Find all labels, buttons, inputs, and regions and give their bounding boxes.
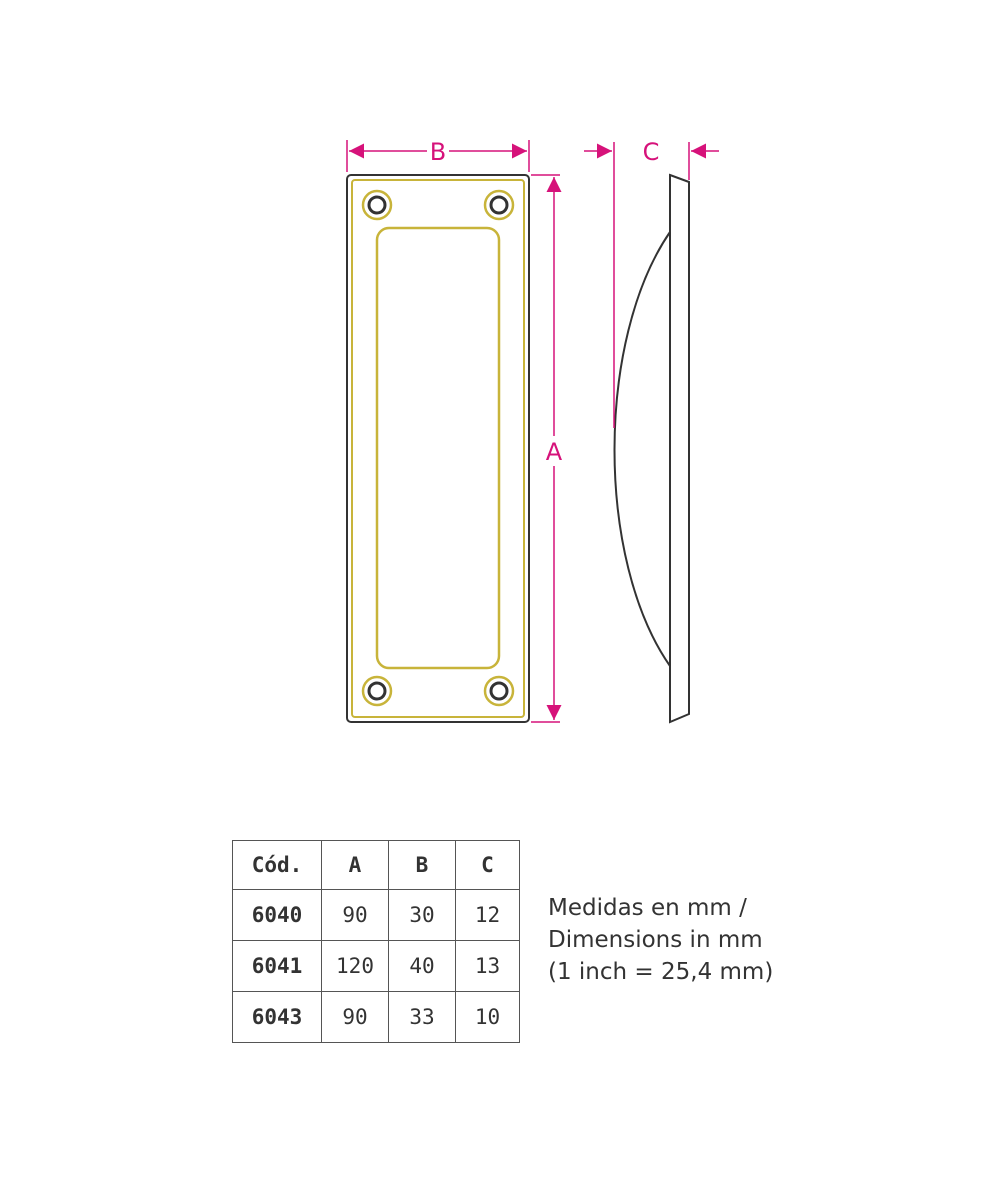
cell-c: 10	[455, 991, 520, 1043]
cell-a: 120	[321, 940, 389, 992]
units-note: Medidas en mm / Dimensions in mm (1 inch…	[548, 892, 773, 988]
dimension-a: A	[531, 174, 563, 723]
header-c: C	[455, 840, 520, 890]
units-note-line-3: (1 inch = 25,4 mm)	[548, 959, 774, 985]
header-a: A	[321, 840, 389, 890]
dimension-c-label: C	[643, 138, 660, 166]
dimension-b-label: B	[430, 138, 446, 166]
plate-recess	[375, 226, 501, 670]
table-row: 6040 90 30 12	[232, 889, 520, 941]
cell-code: 6041	[232, 940, 322, 992]
screw-hole-bottom-left	[361, 675, 393, 707]
screw-hole-top-left	[361, 189, 393, 221]
technical-drawing: B A C	[346, 138, 719, 724]
cell-a: 90	[321, 991, 389, 1043]
side-view	[613, 173, 690, 724]
table-header-row: Cód. A B C	[232, 840, 520, 890]
dimension-c: C	[584, 138, 719, 428]
cell-code: 6043	[232, 991, 322, 1043]
dimension-a-label: A	[546, 438, 563, 466]
front-view	[346, 174, 530, 723]
cell-a: 90	[321, 889, 389, 941]
units-note-line-1: Medidas en mm /	[548, 895, 747, 921]
units-note-line-2: Dimensions in mm	[548, 927, 763, 953]
cell-b: 40	[388, 940, 456, 992]
screw-hole-top-right	[483, 189, 515, 221]
cell-b: 33	[388, 991, 456, 1043]
cell-b: 30	[388, 889, 456, 941]
table-row: 6041 120 40 13	[232, 940, 520, 992]
plate-brass-border	[351, 179, 525, 718]
dimensions-table: Cód. A B C 6040 90 30 12 6041 120 40 13 …	[232, 840, 520, 1043]
plate-outer-outline	[346, 174, 530, 723]
table-row: 6043 90 33 10	[232, 991, 520, 1043]
cell-c: 12	[455, 889, 520, 941]
header-code: Cód.	[232, 840, 322, 890]
dimension-b: B	[346, 138, 530, 172]
screw-hole-bottom-right	[483, 675, 515, 707]
cell-code: 6040	[232, 889, 322, 941]
header-b: B	[388, 840, 456, 890]
cell-c: 13	[455, 940, 520, 992]
